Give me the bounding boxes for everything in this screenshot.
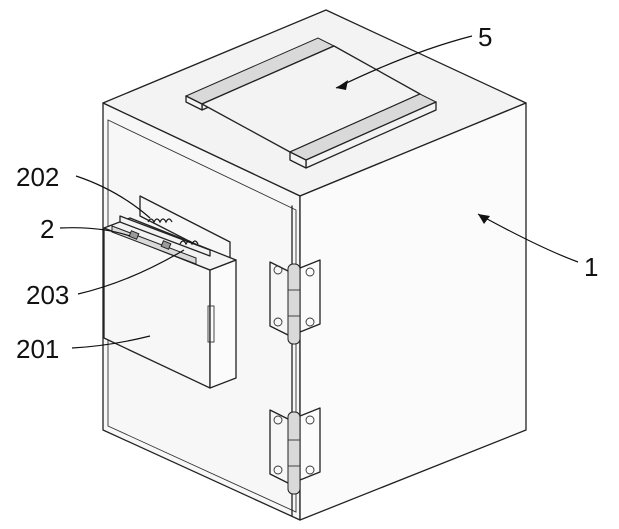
lid-part-5 bbox=[184, 37, 438, 169]
label-202: 202 bbox=[16, 162, 59, 192]
cabinet-side-face bbox=[299, 102, 527, 521]
leader-5 bbox=[335, 35, 473, 89]
spring-203 bbox=[179, 240, 199, 246]
upper-hinge bbox=[269, 259, 321, 345]
label-201: 201 bbox=[16, 334, 59, 364]
leader-203 bbox=[77, 249, 185, 295]
label-203: 203 bbox=[26, 280, 69, 310]
label-2: 2 bbox=[40, 214, 54, 244]
label-5: 5 bbox=[478, 22, 492, 52]
leader-2 bbox=[59, 227, 131, 237]
attachment-part-2 bbox=[103, 195, 237, 389]
leader-202 bbox=[75, 175, 151, 219]
leader-201 bbox=[71, 335, 151, 349]
label-1: 1 bbox=[584, 252, 598, 282]
leader-1 bbox=[477, 213, 579, 263]
lower-hinge bbox=[269, 407, 321, 495]
spring-202 bbox=[147, 218, 173, 224]
